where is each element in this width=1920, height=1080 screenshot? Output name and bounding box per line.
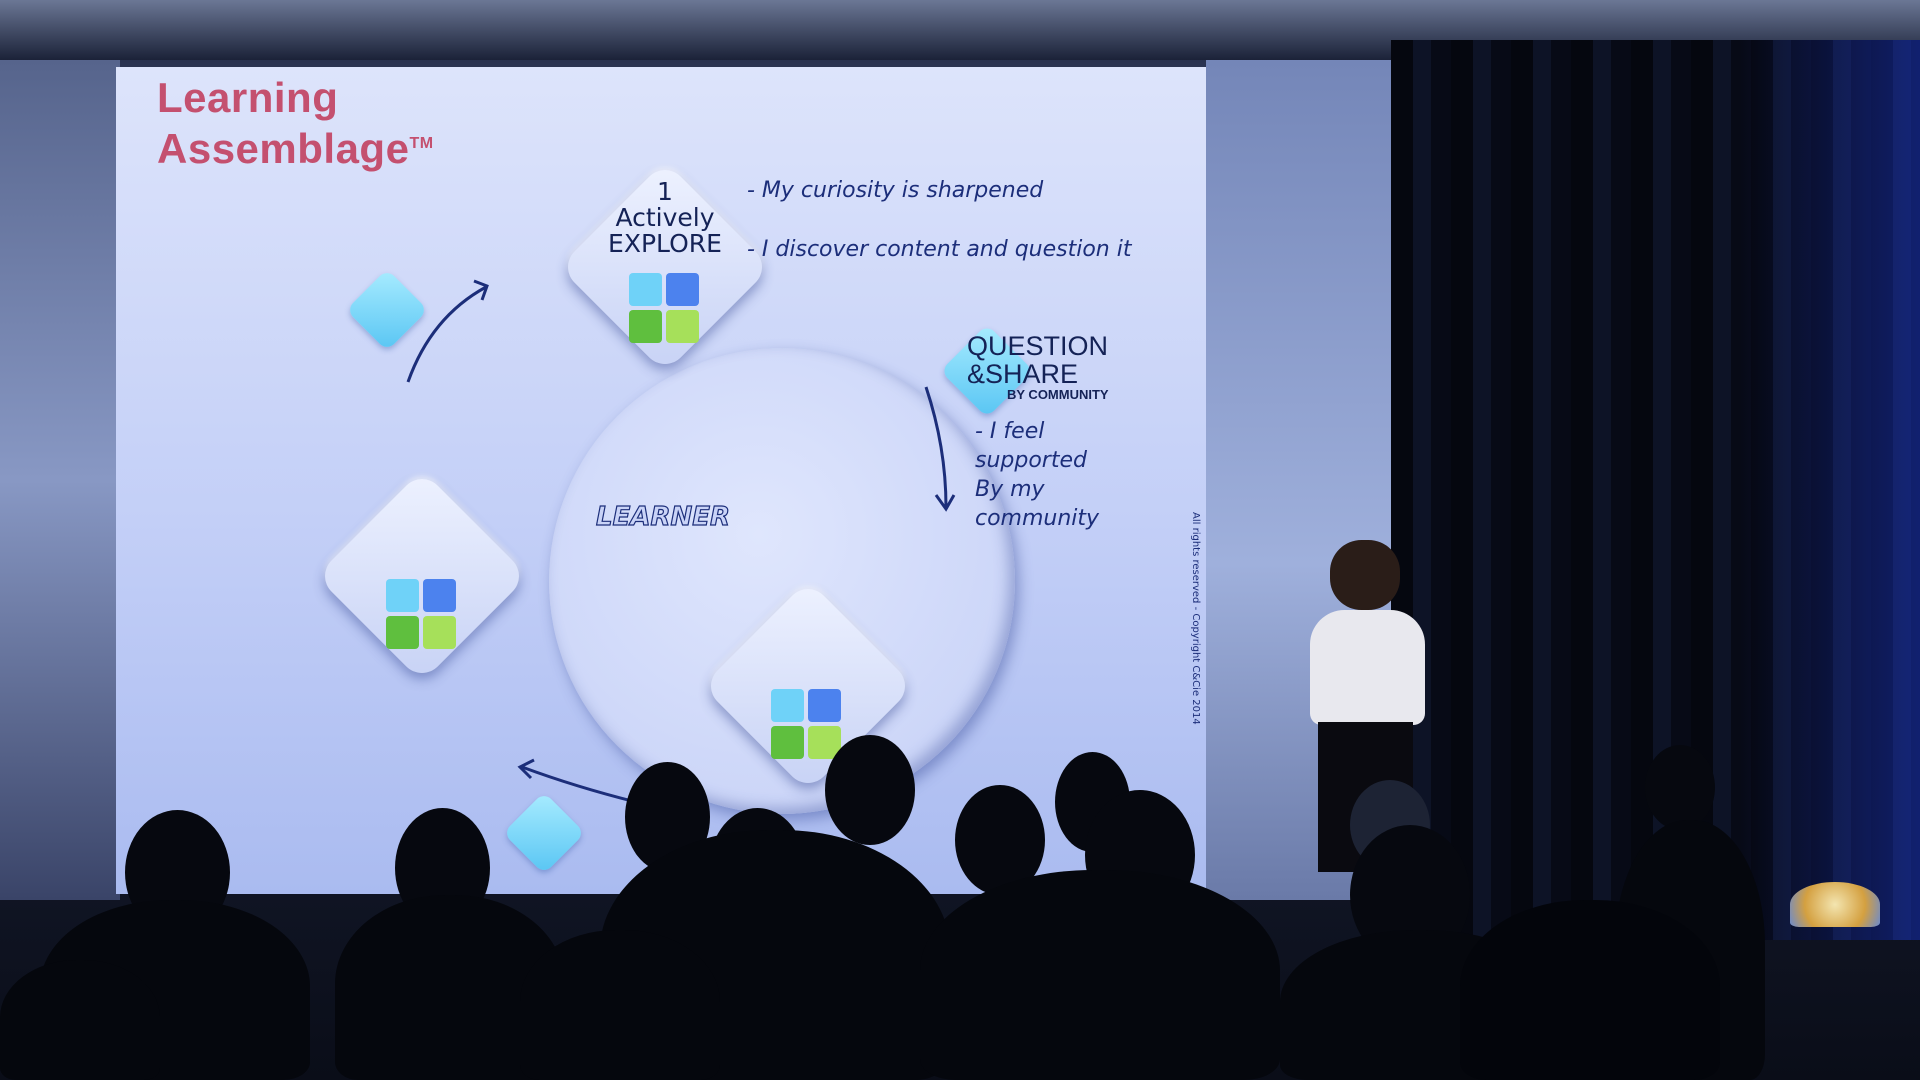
cycle-arrows bbox=[406, 279, 956, 804]
bullet-line: By my bbox=[975, 477, 1045, 502]
bullet-line: community bbox=[975, 506, 1100, 531]
qs-line1: QUESTION bbox=[967, 331, 1109, 361]
question-share-label: QUESTION &SHARE BY COMMUNITY bbox=[967, 332, 1109, 402]
audience-member bbox=[0, 960, 160, 1080]
audience-member bbox=[920, 870, 1280, 1080]
bullet-line: supported bbox=[975, 448, 1087, 473]
community-bullet: - I feel supported By my community bbox=[975, 417, 1099, 533]
tiles-icon bbox=[771, 689, 841, 759]
qs-sub: BY COMMUNITY bbox=[1007, 387, 1109, 402]
arrow-down-icon bbox=[924, 386, 948, 508]
bullet-line: - I feel bbox=[975, 419, 1045, 444]
explore-bullet-2: - I discover content and question it bbox=[747, 237, 1132, 262]
left-wall bbox=[0, 60, 120, 900]
audience-head bbox=[1645, 745, 1715, 830]
step-line2: EXPLORE bbox=[608, 229, 722, 258]
copyright-text: All rights reserved - Copyright C&Cie 20… bbox=[1190, 512, 1201, 725]
projected-slide: Learning AssemblageTM LEARNER 1 Actively… bbox=[116, 67, 1206, 894]
arrow-left-icon bbox=[521, 765, 637, 804]
tiles-icon bbox=[386, 579, 456, 649]
flower-arrangement bbox=[1790, 882, 1880, 927]
explore-bullet-1: - My curiosity is sharpened bbox=[747, 178, 1044, 203]
presenter-head bbox=[1330, 540, 1400, 610]
blue-stage-light bbox=[1740, 40, 1920, 940]
step-number: 1 bbox=[657, 177, 673, 206]
arrow-up-right-icon bbox=[406, 285, 487, 383]
tiles-icon bbox=[629, 273, 699, 343]
audience-member bbox=[520, 930, 720, 1080]
step-line1: Actively bbox=[615, 203, 715, 232]
explore-label: 1 Actively EXPLORE bbox=[590, 179, 740, 257]
learner-label: LEARNER bbox=[595, 501, 731, 532]
presenter-white-shirt bbox=[1310, 610, 1425, 725]
slide-title-line1: Learning bbox=[157, 74, 339, 121]
qs-line2: &SHARE bbox=[967, 359, 1079, 389]
audience-member bbox=[1460, 900, 1720, 1080]
title-text: Assemblage bbox=[157, 125, 410, 172]
audience-head bbox=[825, 735, 915, 845]
slide-title-line2: AssemblageTM bbox=[157, 125, 434, 173]
trademark: TM bbox=[409, 135, 434, 152]
